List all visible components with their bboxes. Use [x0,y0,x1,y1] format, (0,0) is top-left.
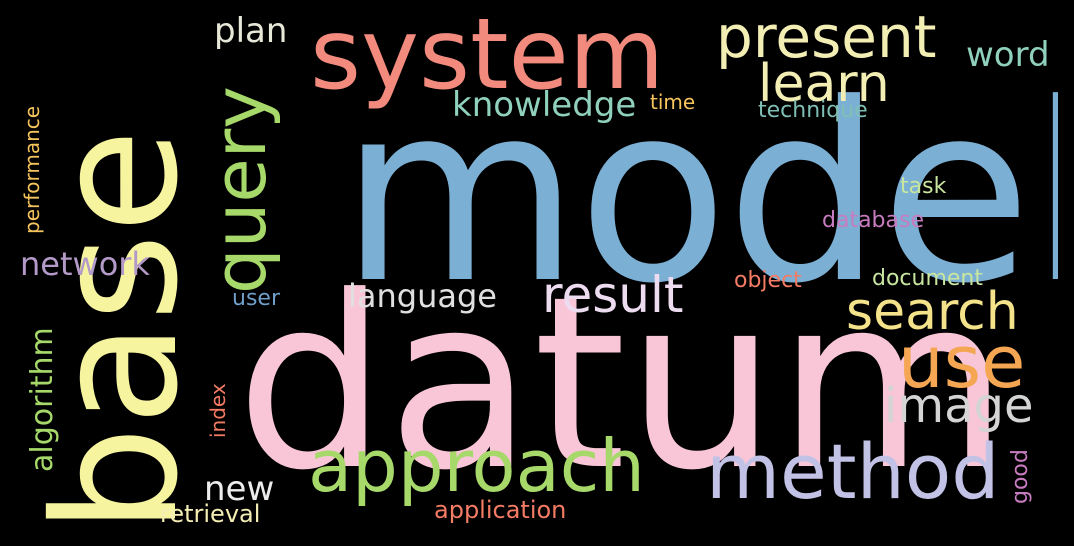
word-query: query [198,86,282,294]
word-search: search [846,282,1019,342]
word-knowledge: knowledge [452,85,637,125]
word-present: present [716,14,937,71]
word-approach: approach [308,424,645,508]
word-plan: plan [214,14,288,51]
word-system: system [310,14,665,112]
word-learn: learn [758,54,890,114]
word-network: network [20,245,150,283]
word-result: result [542,266,684,324]
word-task: task [900,174,947,199]
word-index: index [206,383,230,438]
word-performance: performance [20,105,44,234]
word-document: document [872,266,983,291]
word-algorithm: algorithm [25,327,60,472]
word-image: image [884,378,1034,434]
word-object: object [734,268,802,293]
word-retrieval: retrieval [160,500,261,528]
word-good: good [1008,449,1033,504]
word-application: application [434,496,567,524]
word-time: time [650,90,696,114]
word-use: use [898,320,1026,404]
word-model: model [340,52,1058,338]
word-user: user [232,286,280,311]
word-cloud: model datum base system query present le… [18,14,1058,532]
word-database: database [822,208,924,233]
word-language: language [348,277,497,315]
word-new: new [204,469,275,509]
word-word: word [966,35,1050,75]
word-technique: technique [758,98,868,123]
word-method: method [706,427,1000,516]
word-datum: datum [236,246,1009,523]
